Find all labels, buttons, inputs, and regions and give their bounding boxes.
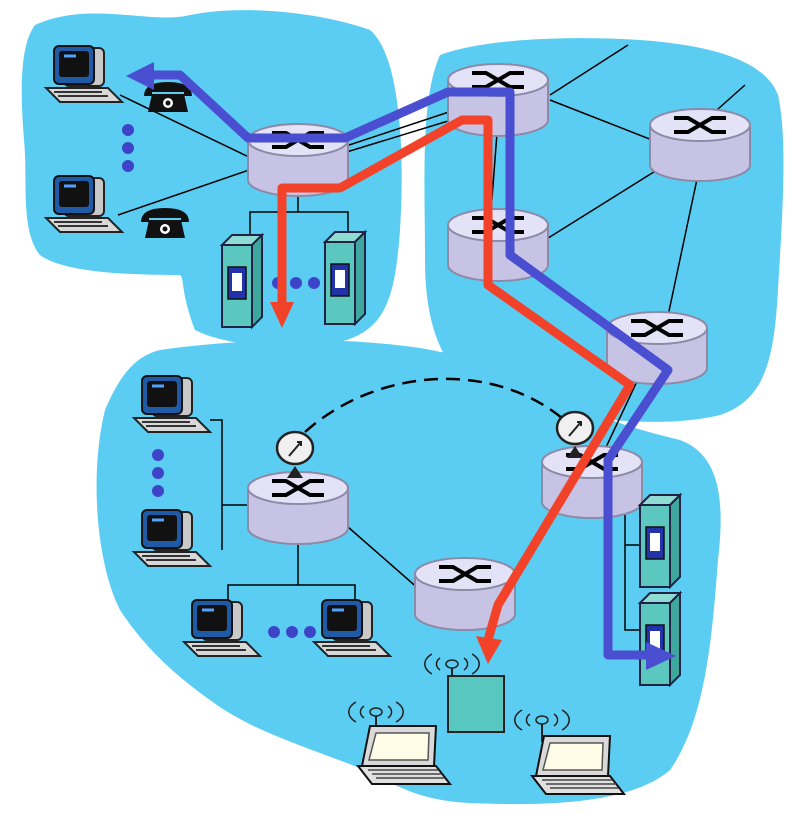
server-tower-icon: [639, 592, 681, 686]
server-tower-icon: [639, 494, 681, 588]
link-pc1-router-a: [119, 94, 256, 161]
blue-circuit-path: [141, 70, 673, 660]
link-router-a-router-b-2: [339, 117, 459, 155]
ellipsis-dots-icon: [268, 626, 316, 638]
link-router-c-router-e: [664, 164, 701, 331]
isp-network-region-top-left: [21, 10, 402, 347]
link-router-b-router-c: [549, 99, 666, 146]
server-tower-icon: [324, 231, 366, 325]
router-icon: [246, 470, 350, 546]
server-tower-icon: [221, 234, 263, 328]
ellipsis-dots-icon: [152, 449, 164, 497]
ellipsis-dots-icon: [122, 124, 134, 172]
link-router-b-uplink-1: [549, 44, 629, 96]
link-router-f-router-h: [339, 519, 421, 591]
link-pc2-router-a: [117, 167, 256, 216]
red-arrowhead-servers: [270, 302, 294, 328]
red-packet-path: [277, 115, 635, 645]
link-router-a-router-b: [339, 109, 456, 149]
satellite-link: [304, 377, 571, 433]
link-router-d-router-c: [544, 164, 666, 241]
router-icon: [648, 107, 752, 183]
red-arrowhead-wireless: [476, 636, 502, 664]
blue-arrowhead-phone: [126, 62, 154, 90]
router-icon: [605, 310, 709, 386]
blue-arrowhead-server: [646, 642, 676, 670]
router-icon: [446, 62, 550, 138]
link-pcs-router-f: [210, 419, 250, 550]
wireless-access-point-icon: [447, 675, 505, 733]
